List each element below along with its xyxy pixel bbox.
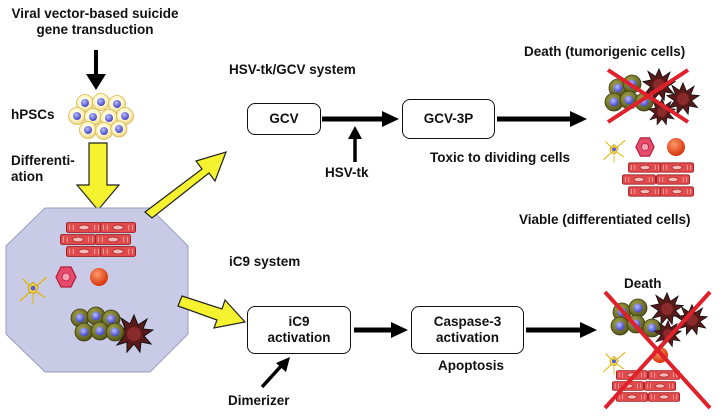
arrow-gcv-to-gcv3p xyxy=(322,111,399,127)
gcv3p-box: GCV-3P xyxy=(402,99,495,139)
hpsc-cluster xyxy=(68,93,134,140)
header-line1: Viral vector-based suicide xyxy=(11,6,179,21)
hsv-dead-tumor-cluster xyxy=(604,68,700,125)
arrow-to-hsv xyxy=(144,151,227,219)
dish-orange-cell xyxy=(90,268,108,286)
apoptosis-label: Apoptosis xyxy=(438,358,504,373)
ic9-dead-cells xyxy=(602,290,712,410)
differentiation-line2: ation xyxy=(11,169,44,184)
gcv3p-label: GCV-3P xyxy=(423,111,474,126)
ic9-activation-box: iC9 activation xyxy=(247,306,351,354)
hpsc-label: hPSCs xyxy=(11,107,55,122)
caspase3-activation-box: Caspase-3 activation xyxy=(411,306,524,354)
arrow-dimerizer xyxy=(260,357,290,389)
ic9-system-title: iC9 system xyxy=(229,254,301,269)
ic9-box-line1: iC9 xyxy=(288,314,310,329)
hsv-viable-cells xyxy=(602,137,694,197)
death-tumorigenic-label: Death (tumorigenic cells) xyxy=(524,44,686,59)
hsv-system-title: HSV-tk/GCV system xyxy=(229,62,356,77)
gcv-box: GCV xyxy=(247,103,321,135)
dish-hex-cell xyxy=(55,266,77,288)
caspase-box-line2: activation xyxy=(435,330,500,345)
arrow-differentiation xyxy=(75,142,121,211)
toxic-label: Toxic to dividing cells xyxy=(430,150,571,165)
arrow-to-ic9 xyxy=(177,295,247,329)
ic9-death-label: Death xyxy=(624,276,662,291)
viable-label: Viable (differentiated cells) xyxy=(519,212,691,227)
gcv-label: GCV xyxy=(269,111,299,126)
header-title: Viral vector-based suicide gene transduc… xyxy=(0,6,190,38)
header-line2: gene transduction xyxy=(36,22,154,37)
arrow-ic9-to-caspase xyxy=(354,322,408,338)
dish-myocytes xyxy=(60,222,136,257)
differentiation-label: Differenti- ation xyxy=(11,153,75,185)
differentiation-line1: Differenti- xyxy=(11,153,75,168)
hsvtk-label: HSV-tk xyxy=(325,165,369,180)
dimerizer-label: Dimerizer xyxy=(228,393,290,408)
arrow-gcv3p-to-outcome xyxy=(497,111,587,127)
caspase-box-line1: Caspase-3 xyxy=(433,314,502,329)
arrow-hsvtk-up xyxy=(348,126,362,162)
arrow-transduction xyxy=(86,50,106,90)
ic9-box-line2: activation xyxy=(267,330,331,345)
arrow-caspase-to-death xyxy=(526,322,597,338)
